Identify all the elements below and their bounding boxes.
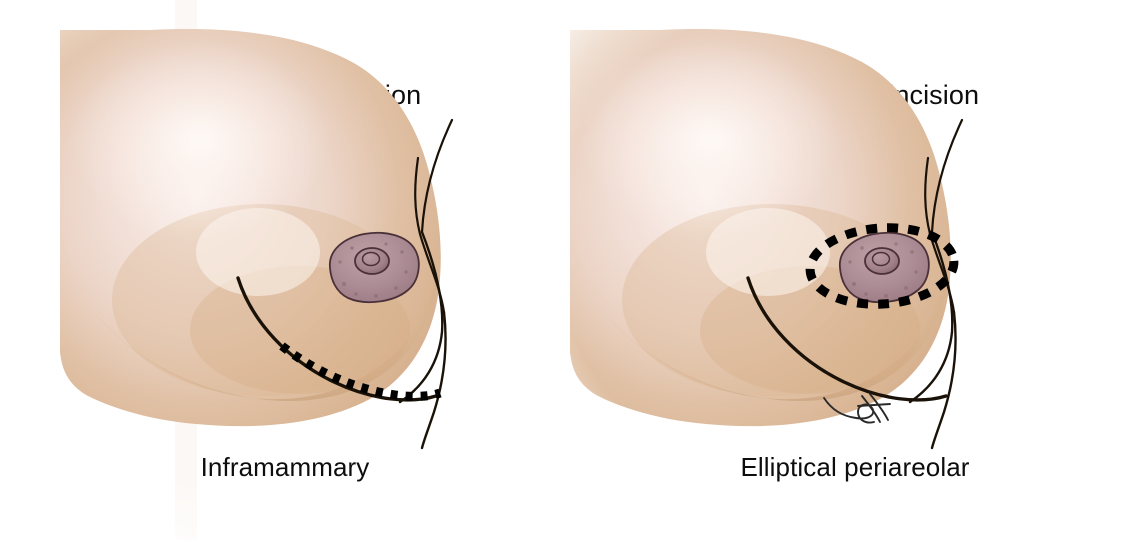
montgomery-tubercles (848, 242, 918, 298)
panel-nipple-sparing: Nipple sparing incision (0, 0, 570, 540)
nipple-tip (361, 251, 381, 267)
breast-diagram-skin-sparing (570, 0, 1140, 540)
edge-fade (0, 0, 570, 540)
panel-caption-elliptical-periareolar: Elliptical periareolar (740, 452, 970, 482)
lateral-breast-outline (398, 230, 444, 404)
nipple-areolar-complex (329, 231, 420, 304)
nipple (354, 247, 390, 275)
montgomery-tubercles (338, 242, 408, 298)
nipple-tip (871, 251, 891, 267)
incision-marking-inframammary (279, 342, 442, 401)
arm-outline (420, 118, 454, 234)
torso-outline (420, 310, 447, 450)
panel-skin-sparing: Skin sparing incision (570, 0, 1140, 540)
breast-diagram-nipple-sparing (0, 0, 570, 540)
nipple (864, 247, 900, 275)
artist-signature (823, 393, 891, 424)
panel-caption-inframammary: Inframammary (200, 452, 370, 482)
arm-outline (930, 118, 964, 234)
lateral-breast-outline (908, 230, 954, 404)
nipple-areolar-complex (839, 231, 930, 304)
inframammary-fold-line (746, 276, 948, 402)
torso-outline (930, 310, 957, 450)
torso-skin-mass (0, 0, 570, 540)
